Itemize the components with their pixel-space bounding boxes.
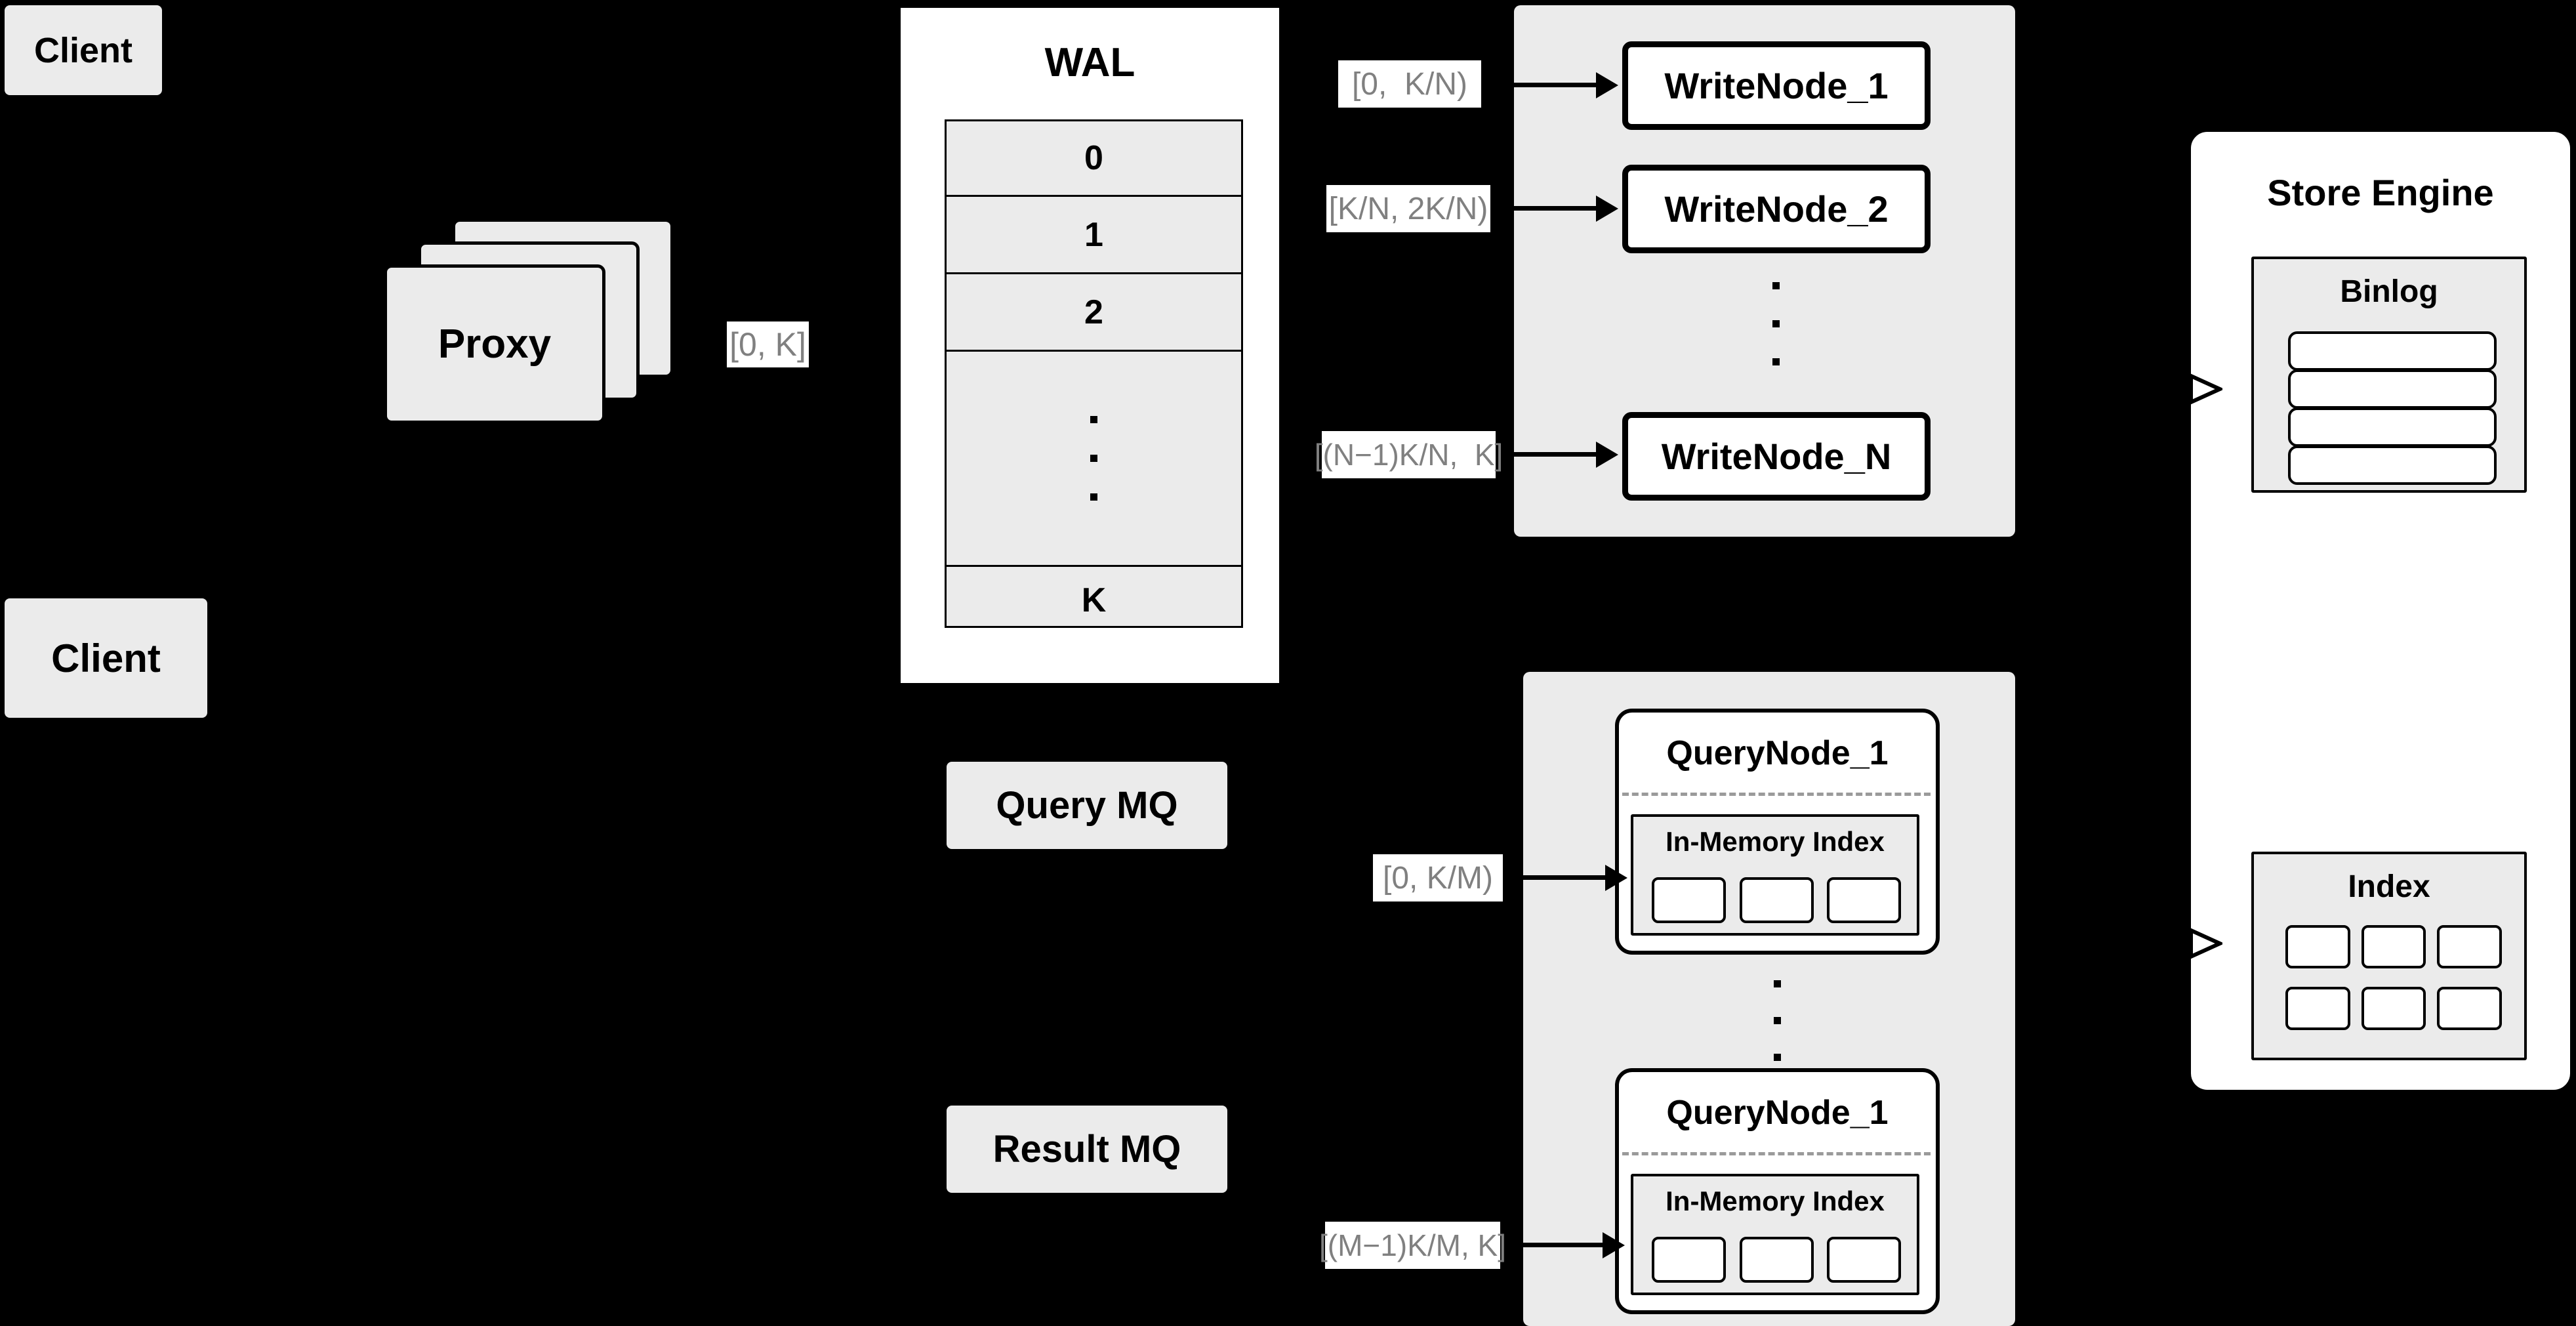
write-range-label-2: [K/N, 2K/N) [1326, 185, 1490, 232]
index-chip-3[interactable] [2437, 925, 2502, 968]
write-node-1[interactable]: WriteNode_1 [1622, 41, 1931, 130]
write-range-label-1: [0, K/N) [1338, 60, 1481, 108]
proxy-card-front[interactable]: Proxy [384, 264, 605, 424]
index-chip-4[interactable] [2285, 987, 2350, 1030]
write-node-2[interactable]: WriteNode_2 [1622, 165, 1931, 253]
client-node-1[interactable]: Client [5, 5, 162, 95]
query-node-1-chip-2[interactable] [1739, 877, 1814, 923]
query-node-1-chip-1[interactable] [1652, 877, 1726, 923]
write-node-n-label: WriteNode_N [1661, 436, 1892, 477]
query-node-2-divider [1622, 1152, 1931, 1155]
wal-panel: WAL 0 1 2 K [897, 5, 1282, 686]
query-mq-node[interactable]: Query MQ [947, 762, 1227, 849]
write-node-ellipsis-dots [1772, 282, 1780, 365]
binlog-inbound-arrow-icon [2157, 371, 2222, 407]
query-range-label-1: [0, K/M) [1373, 854, 1503, 901]
wal-title: WAL [1044, 40, 1135, 85]
binlog-title: Binlog [2340, 274, 2438, 309]
query-node-2-inmemory-index: In-Memory Index [1631, 1174, 1919, 1295]
query-node-1-chip-3[interactable] [1827, 877, 1901, 923]
proxy-range-label: [0, K] [727, 321, 809, 367]
query-range-label-2: [(M−1)K/M, K] [1319, 1222, 1506, 1269]
write-arrow-1 [1494, 72, 1620, 98]
binlog-box: Binlog [2251, 257, 2527, 493]
wal-ellipsis-dots [1090, 416, 1097, 501]
query-node-2-index-label: In-Memory Index [1666, 1186, 1885, 1216]
write-node-n[interactable]: WriteNode_N [1622, 412, 1931, 501]
query-node-2-chip-1[interactable] [1652, 1237, 1726, 1283]
client-node-2-label: Client [51, 636, 161, 680]
proxy-range-label-text: [0, K] [729, 326, 806, 363]
binlog-row-2[interactable] [2288, 369, 2497, 409]
query-arrow-1 [1509, 865, 1635, 891]
query-node-1-index-label: In-Memory Index [1666, 826, 1885, 857]
index-title: Index [2348, 869, 2430, 904]
write-node-2-label: WriteNode_2 [1664, 188, 1889, 230]
query-node-2-chip-row [1652, 1237, 1901, 1283]
query-node-1[interactable]: QueryNode_1 In-Memory Index [1615, 709, 1940, 955]
result-mq-node[interactable]: Result MQ [947, 1106, 1227, 1193]
query-node-1-title: QueryNode_1 [1666, 734, 1889, 772]
write-arrow-2 [1501, 196, 1627, 222]
client-node-1-label: Client [33, 30, 133, 70]
store-engine-panel: Store Engine Binlog Index [2188, 129, 2573, 1093]
index-inbound-arrow-icon [2157, 925, 2222, 962]
write-node-1-label: WriteNode_1 [1664, 65, 1889, 106]
wal-table: 0 1 2 K [945, 119, 1243, 628]
index-chip-grid [2285, 925, 2502, 1030]
query-node-ellipsis-dots [1774, 980, 1781, 1061]
query-node-2-title: QueryNode_1 [1666, 1094, 1889, 1132]
query-node-2[interactable]: QueryNode_1 In-Memory Index [1615, 1068, 1940, 1314]
result-mq-label: Result MQ [992, 1128, 1181, 1171]
query-node-2-chip-3[interactable] [1827, 1237, 1901, 1283]
write-range-label-n: [(N−1)K/N, K] [1315, 431, 1503, 478]
binlog-row-1[interactable] [2288, 331, 2497, 371]
proxy-label: Proxy [438, 321, 552, 367]
index-chip-5[interactable] [2361, 987, 2426, 1030]
write-arrow-n [1501, 442, 1627, 468]
wal-row-0[interactable]: 0 [947, 121, 1241, 197]
query-node-1-inmemory-index: In-Memory Index [1631, 814, 1919, 936]
client-node-2[interactable]: Client [5, 598, 207, 718]
query-node-1-divider [1622, 793, 1931, 796]
wal-row-1[interactable]: 1 [947, 197, 1241, 274]
wal-row-ellipsis [947, 352, 1241, 567]
wal-row-2[interactable]: 2 [947, 274, 1241, 352]
store-engine-title: Store Engine [2267, 172, 2494, 213]
index-box: Index [2251, 852, 2527, 1060]
index-chip-6[interactable] [2437, 987, 2502, 1030]
wal-row-k[interactable]: K [1081, 581, 1107, 619]
index-chip-1[interactable] [2285, 925, 2350, 968]
binlog-rows [2288, 331, 2497, 485]
query-node-1-chip-row [1652, 877, 1901, 923]
query-node-2-chip-2[interactable] [1739, 1237, 1814, 1283]
query-arrow-2 [1506, 1232, 1632, 1258]
binlog-row-3[interactable] [2288, 407, 2497, 447]
index-chip-2[interactable] [2361, 925, 2426, 968]
query-mq-label: Query MQ [996, 784, 1178, 827]
binlog-row-4[interactable] [2288, 445, 2497, 485]
query-node-group: QueryNode_1 In-Memory Index [1523, 672, 2015, 1326]
